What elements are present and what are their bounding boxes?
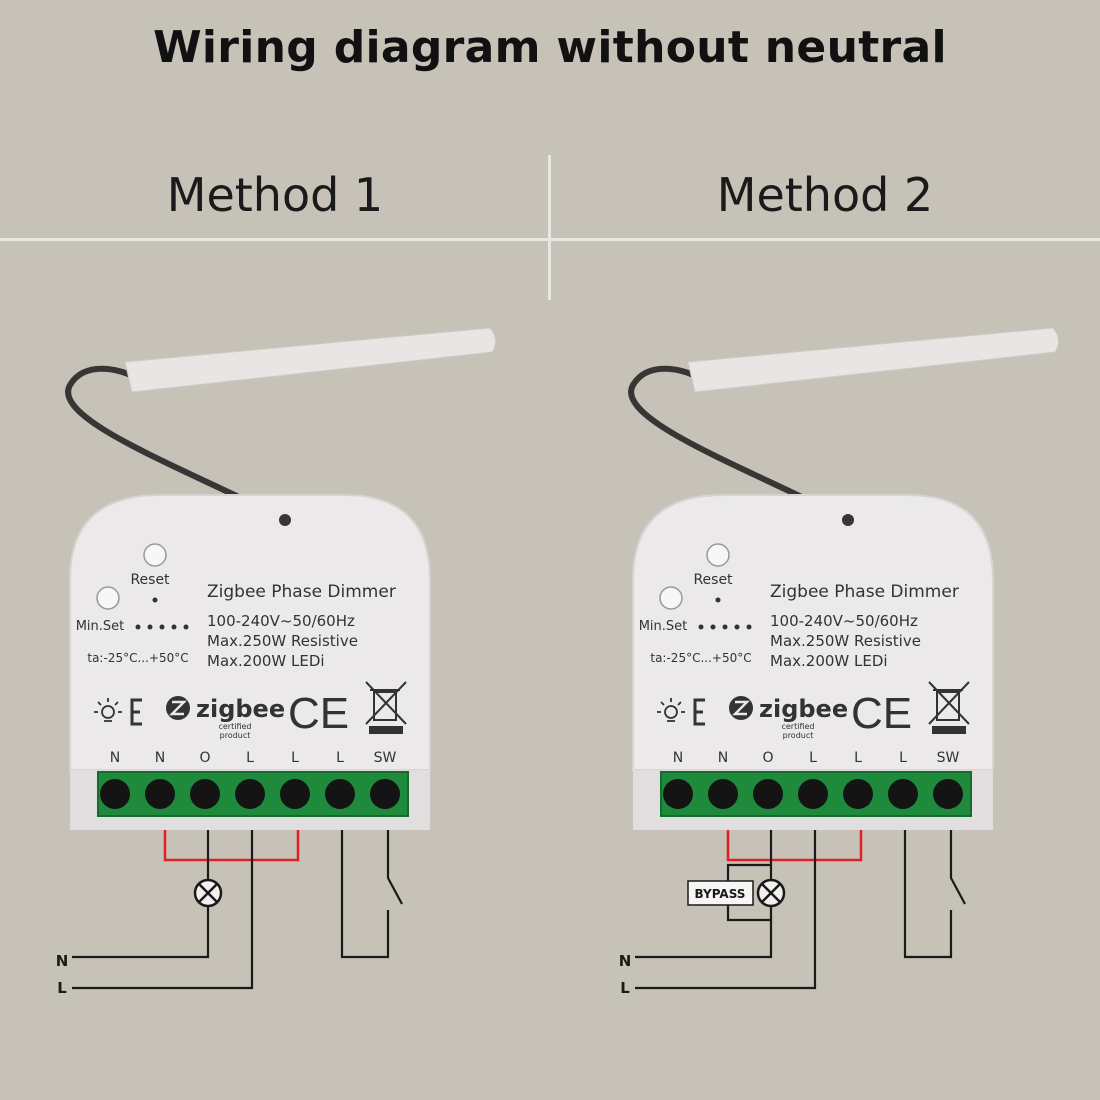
zigbee-sub-1: certified [218, 722, 251, 731]
spec-line-3: Max.200W LEDi [207, 652, 325, 670]
mains-line-label: L [620, 979, 630, 997]
minset-label: Min.Set [76, 619, 125, 634]
reset-button[interactable] [143, 543, 167, 567]
minset-label: Min.Set [639, 619, 688, 634]
jumper-wire [726, 830, 863, 862]
terminal-label-sw: SW [374, 750, 397, 766]
temp-label: ta:-25°C...+50°C [650, 651, 751, 665]
wiring [635, 830, 966, 990]
terminal-screws [100, 779, 400, 809]
terminal-label-n1: N [673, 750, 683, 766]
lamp-icon [193, 878, 223, 908]
antenna-sleeve [687, 327, 1059, 393]
terminal-label-l3: L [336, 750, 344, 766]
zigbee-sub-2: product [783, 731, 814, 740]
column-divider [548, 155, 551, 300]
method-1-panel: Reset Min.Set ta:-25°C...+50°C Zigbee Ph… [0, 300, 550, 1060]
terminal-label-l3: L [899, 750, 907, 766]
mains-neutral-label: N [619, 952, 632, 970]
minset-dots [135, 624, 189, 630]
terminal-labels: N N O L L L SW [110, 750, 397, 766]
jumper-wire [163, 830, 300, 862]
minset-button[interactable] [659, 586, 683, 610]
antenna-wire [628, 365, 850, 523]
reset-label: Reset [130, 572, 170, 588]
mains-neutral-label: N [56, 952, 69, 970]
bypass-label: BYPASS [695, 887, 746, 901]
reset-button[interactable] [706, 543, 730, 567]
zigbee-brand: zigbee [196, 695, 285, 723]
method-2-diagram: Reset Min.Set ta:-25°C...+50°C Zigbee Ph… [619, 327, 1059, 997]
antenna-sleeve [124, 327, 496, 393]
wiring [72, 830, 403, 990]
terminal-labels: N N O L L L SW [673, 750, 960, 766]
method-1-diagram: Reset Min.Set ta:-25°C...+50°C Zigbee Ph… [56, 327, 496, 997]
spec-line-1: 100-240V~50/60Hz [207, 612, 355, 630]
ce-mark: CE [851, 689, 912, 738]
lamp-symbol-icon [94, 698, 122, 722]
antenna-port [842, 514, 854, 526]
terminal-label-l1: L [246, 750, 254, 766]
terminal-label-l2: L [854, 750, 862, 766]
terminal-label-sw: SW [937, 750, 960, 766]
spec-line-2: Max.250W Resistive [770, 632, 921, 650]
mains-line-label: L [57, 979, 67, 997]
terminal-label-l2: L [291, 750, 299, 766]
antenna-wire [65, 365, 287, 523]
zigbee-z-icon [732, 700, 750, 716]
bypass-box [687, 880, 754, 906]
weee-bin-icon [365, 681, 407, 734]
spec-line-2: Max.250W Resistive [207, 632, 358, 650]
reset-led [152, 597, 158, 603]
terminal-label-o: O [762, 750, 773, 766]
terminal-label-n2: N [718, 750, 728, 766]
reset-label: Reset [693, 572, 733, 588]
ce-mark: CE [288, 689, 349, 738]
header-divider [0, 238, 1100, 241]
e-mark-icon [693, 698, 705, 726]
terminal-label-l1: L [809, 750, 817, 766]
zigbee-sub-2: product [220, 731, 251, 740]
zigbee-z-icon [169, 700, 187, 716]
lamp-icon [756, 878, 786, 908]
terminal-label-n2: N [155, 750, 165, 766]
weee-bin-icon [928, 681, 970, 734]
terminal-screws [663, 779, 963, 809]
terminal-label-o: O [199, 750, 210, 766]
method-1-label: Method 1 [166, 168, 384, 222]
minset-dots [698, 624, 752, 630]
temp-label: ta:-25°C...+50°C [87, 651, 188, 665]
method-2-label: Method 2 [716, 168, 934, 222]
lamp-symbol-icon [657, 698, 685, 722]
device-name: Zigbee Phase Dimmer [770, 582, 959, 602]
page-title: Wiring diagram without neutral [153, 22, 947, 73]
zigbee-sub-1: certified [781, 722, 814, 731]
e-mark-icon [130, 698, 142, 726]
minset-button[interactable] [96, 586, 120, 610]
method-2-panel: Reset Min.Set ta:-25°C...+50°C Zigbee Ph… [563, 300, 1100, 1060]
terminal-label-n1: N [110, 750, 120, 766]
reset-led [715, 597, 721, 603]
antenna-port [279, 514, 291, 526]
device-name: Zigbee Phase Dimmer [207, 582, 396, 602]
zigbee-brand: zigbee [759, 695, 848, 723]
spec-line-1: 100-240V~50/60Hz [770, 612, 918, 630]
spec-line-3: Max.200W LEDi [770, 652, 888, 670]
